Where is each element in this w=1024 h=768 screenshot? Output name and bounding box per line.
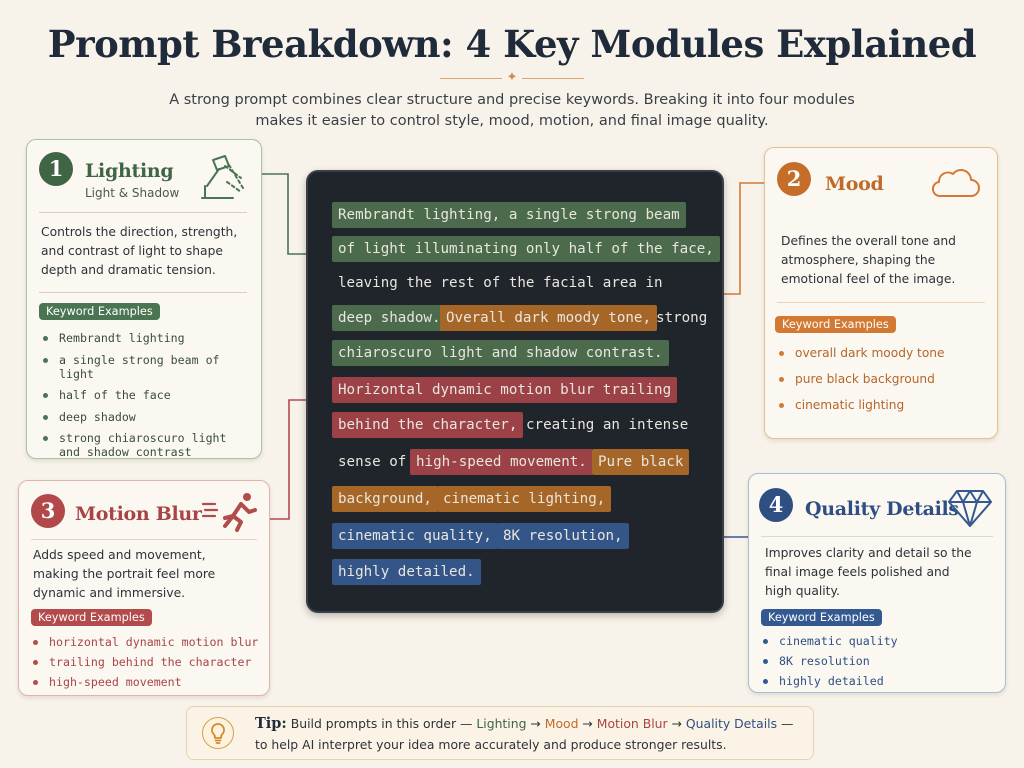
tip-label: Tip: [255, 715, 287, 732]
keyword-item: deep shadow [43, 410, 248, 424]
module-title: Quality Details [805, 498, 959, 520]
prompt-segment-plain: creating an intense [526, 417, 689, 433]
module-number: 2 [777, 162, 811, 196]
keyword-item: strong chiaroscuro light and shadow cont… [43, 431, 248, 459]
module-title: Motion Blur [75, 503, 202, 525]
module-subtitle: Light & Shadow [85, 186, 180, 200]
page-title: Prompt Breakdown: 4 Key Modules Explaine… [47, 22, 977, 66]
prompt-segment-lighting: of light illuminating only half of the f… [332, 236, 720, 262]
keyword-list: cinematic quality 8K resolution highly det… [763, 634, 993, 694]
tip-line-2: to help AI interpret your idea more accu… [255, 737, 727, 752]
prompt-segment-mood: Overall dark moody tone, [440, 305, 657, 331]
arrow-icon: → [671, 716, 682, 731]
module-number: 3 [31, 494, 65, 528]
cloud-icon [931, 169, 980, 198]
module-description: Defines the overall tone and atmosphere,… [781, 234, 956, 286]
running-figure-icon [201, 493, 257, 532]
prompt-panel: Rembrandt lighting, a single strong beam… [306, 170, 724, 613]
prompt-segment-quality: cinematic quality, [332, 523, 498, 549]
keyword-item: cinematic lighting [779, 398, 984, 412]
tip-order-mood: Mood [544, 716, 579, 731]
keyword-list: Rembrandt lighting a single strong beam o… [43, 331, 248, 467]
tip-dash: — [781, 716, 794, 731]
tip-order-quality-details: Quality Details [685, 716, 778, 731]
keyword-item: trailing behind the character [33, 655, 263, 669]
keyword-item: pure black background [779, 372, 984, 386]
keyword-item: overall dark moody tone [779, 346, 984, 360]
prompt-segment-plain: strong [656, 310, 708, 326]
prompt-segment-motion: high-speed movement. [410, 449, 593, 475]
prompt-segment-quality: highly detailed. [332, 559, 481, 585]
keyword-list: overall dark moody tone pure black backgr… [779, 346, 984, 424]
module-card-mood: 2 Mood Defines the overall tone and atmo… [764, 147, 998, 439]
tip-order-lighting: Lighting [476, 716, 527, 731]
prompt-segment-lighting: deep shadow. [332, 305, 447, 331]
prompt-segment-motion: Horizontal dynamic motion blur trailing [332, 377, 678, 403]
prompt-segment-plain: sense of [338, 454, 407, 470]
keyword-item: a single strong beam of light [43, 353, 248, 381]
module-title: Mood [825, 173, 884, 195]
tip-order-motion-blur: Motion Blur [596, 716, 668, 731]
module-description: Controls the direction, strength, and co… [41, 225, 238, 277]
page-subtitle: A strong prompt combines clear structure… [169, 92, 855, 129]
prompt-segment-mood: background, [332, 486, 438, 512]
keyword-badge: Keyword Examples [761, 609, 882, 626]
tip-intro: Build prompts in this order — [290, 716, 473, 731]
keyword-item: high-speed movement [33, 675, 263, 689]
module-description: Adds speed and movement, making the port… [33, 548, 216, 600]
prompt-segment-lighting: Rembrandt lighting, a single strong beam [332, 202, 686, 228]
lightbulb-icon [202, 717, 234, 749]
prompt-segment-motion: behind the character, [332, 412, 524, 438]
module-card-lighting: 1 Lighting Light & Shadow Controls the d… [26, 139, 262, 459]
arrow-icon: → [530, 716, 541, 731]
title-divider: ✦ [440, 70, 584, 85]
keyword-item: cinematic quality [763, 634, 993, 648]
prompt-segment-quality: 8K resolution, [497, 523, 629, 549]
keyword-item: half of the face [43, 388, 248, 402]
prompt-segment-lighting: chiaroscuro light and shadow contrast. [332, 340, 669, 366]
module-card-quality-details: 4 Quality Details Improves clarity and d… [748, 473, 1006, 693]
keyword-item: highly detailed [763, 674, 993, 688]
module-description: Improves clarity and detail so the final… [765, 546, 972, 598]
prompt-segment-mood: Pure black [592, 449, 690, 475]
diamond-icon [948, 490, 992, 527]
arrow-icon: → [582, 716, 593, 731]
module-card-motion-blur: 3 Motion Blur Adds speed and movement, m… [18, 480, 270, 696]
tip-line-1: Tip: Build prompts in this order — Light… [255, 715, 793, 732]
module-number: 4 [759, 488, 793, 522]
tip-box: Tip: Build prompts in this order — Light… [186, 706, 814, 760]
sparkle-icon: ✦ [506, 70, 518, 85]
keyword-item: 8K resolution [763, 654, 993, 668]
module-number: 1 [39, 152, 73, 186]
keyword-badge: Keyword Examples [775, 316, 896, 333]
module-title: Lighting [85, 160, 174, 182]
keyword-item: Rembrandt lighting [43, 331, 248, 345]
keyword-list: horizontal dynamic motion blur trailing b… [33, 635, 263, 695]
desk-lamp-icon [201, 155, 244, 199]
keyword-badge: Keyword Examples [31, 609, 152, 626]
keyword-badge: Keyword Examples [39, 303, 160, 320]
prompt-segment-mood: cinematic lighting, [437, 486, 612, 512]
prompt-segment-plain: leaving the rest of the facial area in [338, 275, 663, 291]
keyword-item: horizontal dynamic motion blur [33, 635, 263, 649]
